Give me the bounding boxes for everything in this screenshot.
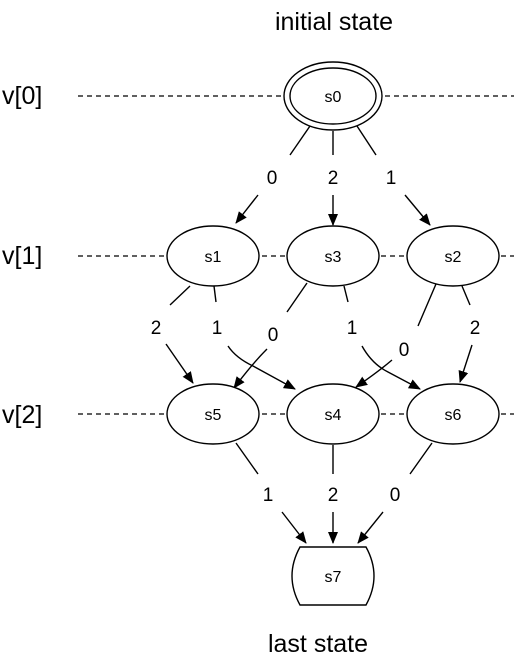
edge-label: 0 [268, 325, 279, 346]
level-label-v1: v[1] [2, 242, 42, 270]
edge-label: 1 [386, 168, 397, 189]
node-label: s5 [205, 407, 222, 424]
edge-label: 0 [390, 485, 401, 506]
edge-label: 1 [347, 318, 358, 339]
title-last-state: last state [268, 630, 368, 658]
edge-s5-s7: 1 [235, 442, 307, 544]
node-s2[interactable]: s2 [406, 225, 500, 287]
edge-label: 0 [267, 168, 278, 189]
edge-label: 2 [151, 318, 162, 339]
edge-label: 2 [328, 168, 339, 189]
node-s5[interactable]: s5 [166, 383, 260, 445]
edge-label: 1 [212, 318, 223, 339]
edge-label: 2 [328, 485, 339, 506]
edge-s3-s5: 0 [233, 282, 308, 389]
level-label-v0: v[0] [2, 82, 42, 110]
node-label: s2 [445, 249, 462, 266]
node-label: s4 [325, 407, 342, 424]
edge-s2-s6: 2 [458, 285, 481, 383]
edge-s1-s4: 1 [212, 285, 296, 390]
edge-s3-s6: 1 [343, 285, 421, 390]
node-label: s1 [205, 249, 222, 266]
node-label: s7 [325, 569, 342, 586]
node-label: s0 [325, 89, 342, 106]
node-s7[interactable]: s7 [291, 546, 375, 606]
title-initial-state: initial state [275, 8, 393, 36]
node-label: s3 [325, 249, 342, 266]
edge-s2-s4: 0 [355, 283, 437, 388]
edge-s6-s7: 0 [357, 442, 433, 544]
edge-label: 0 [399, 340, 410, 361]
node-s6[interactable]: s6 [406, 383, 500, 445]
node-s4[interactable]: s4 [286, 383, 380, 445]
node-s1[interactable]: s1 [166, 225, 260, 287]
edge-s0-s2: 1 [356, 125, 431, 226]
edge-s4-s7: 2 [328, 445, 339, 544]
edge-s1-s5: 2 [151, 285, 194, 384]
edge-s0-s3: 2 [328, 131, 339, 226]
edge-label: 2 [470, 318, 481, 339]
level-label-v2: v[2] [2, 401, 42, 429]
edge-s0-s1: 0 [235, 125, 311, 224]
node-s0[interactable]: s0 [283, 61, 383, 131]
edge-label: 1 [263, 485, 274, 506]
node-s3[interactable]: s3 [286, 225, 380, 287]
node-label: s6 [445, 407, 462, 424]
